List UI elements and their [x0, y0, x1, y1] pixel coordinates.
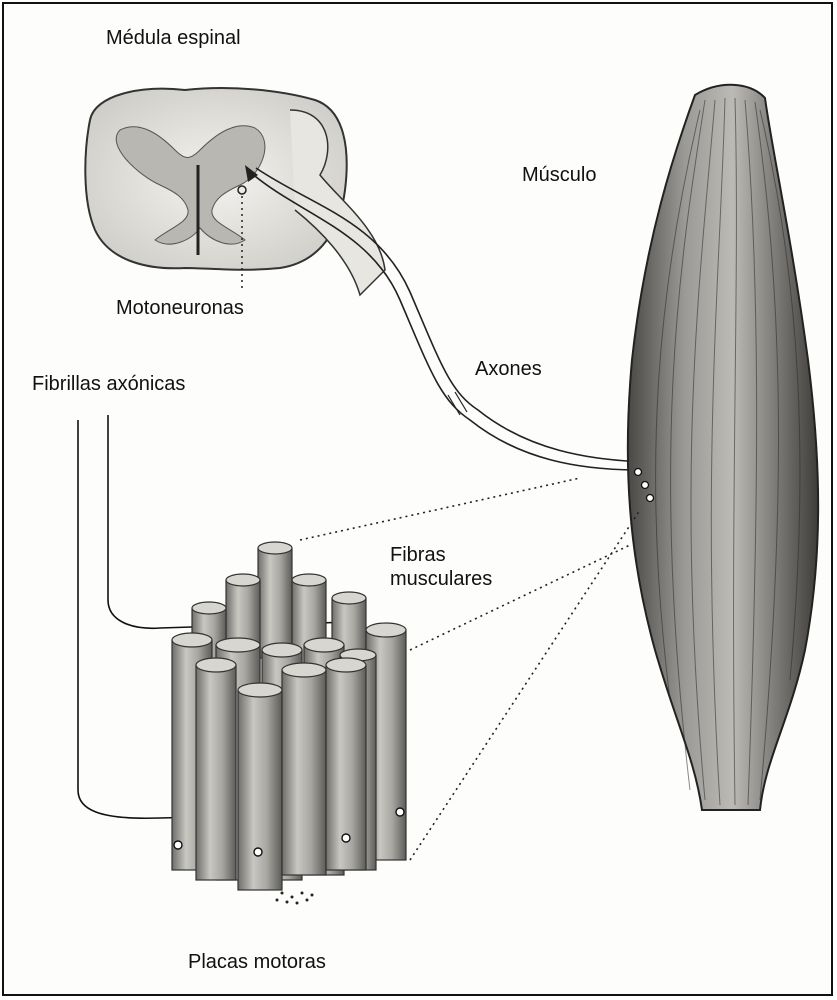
label-motor-neurons: Motoneuronas: [116, 296, 244, 320]
muscle-fiber-bundle: [172, 542, 406, 905]
label-spinal-cord: Médula espinal: [106, 26, 241, 50]
spinal-cord-section: [85, 88, 385, 295]
label-motor-plates: Placas motoras: [188, 950, 326, 974]
label-muscle-fibers: Fibras musculares: [390, 543, 492, 591]
label-axons: Axones: [475, 357, 542, 381]
label-muscle: Músculo: [522, 163, 596, 187]
muscle: [628, 85, 818, 810]
label-axon-fibrils: Fibrillas axónicas: [32, 372, 185, 396]
